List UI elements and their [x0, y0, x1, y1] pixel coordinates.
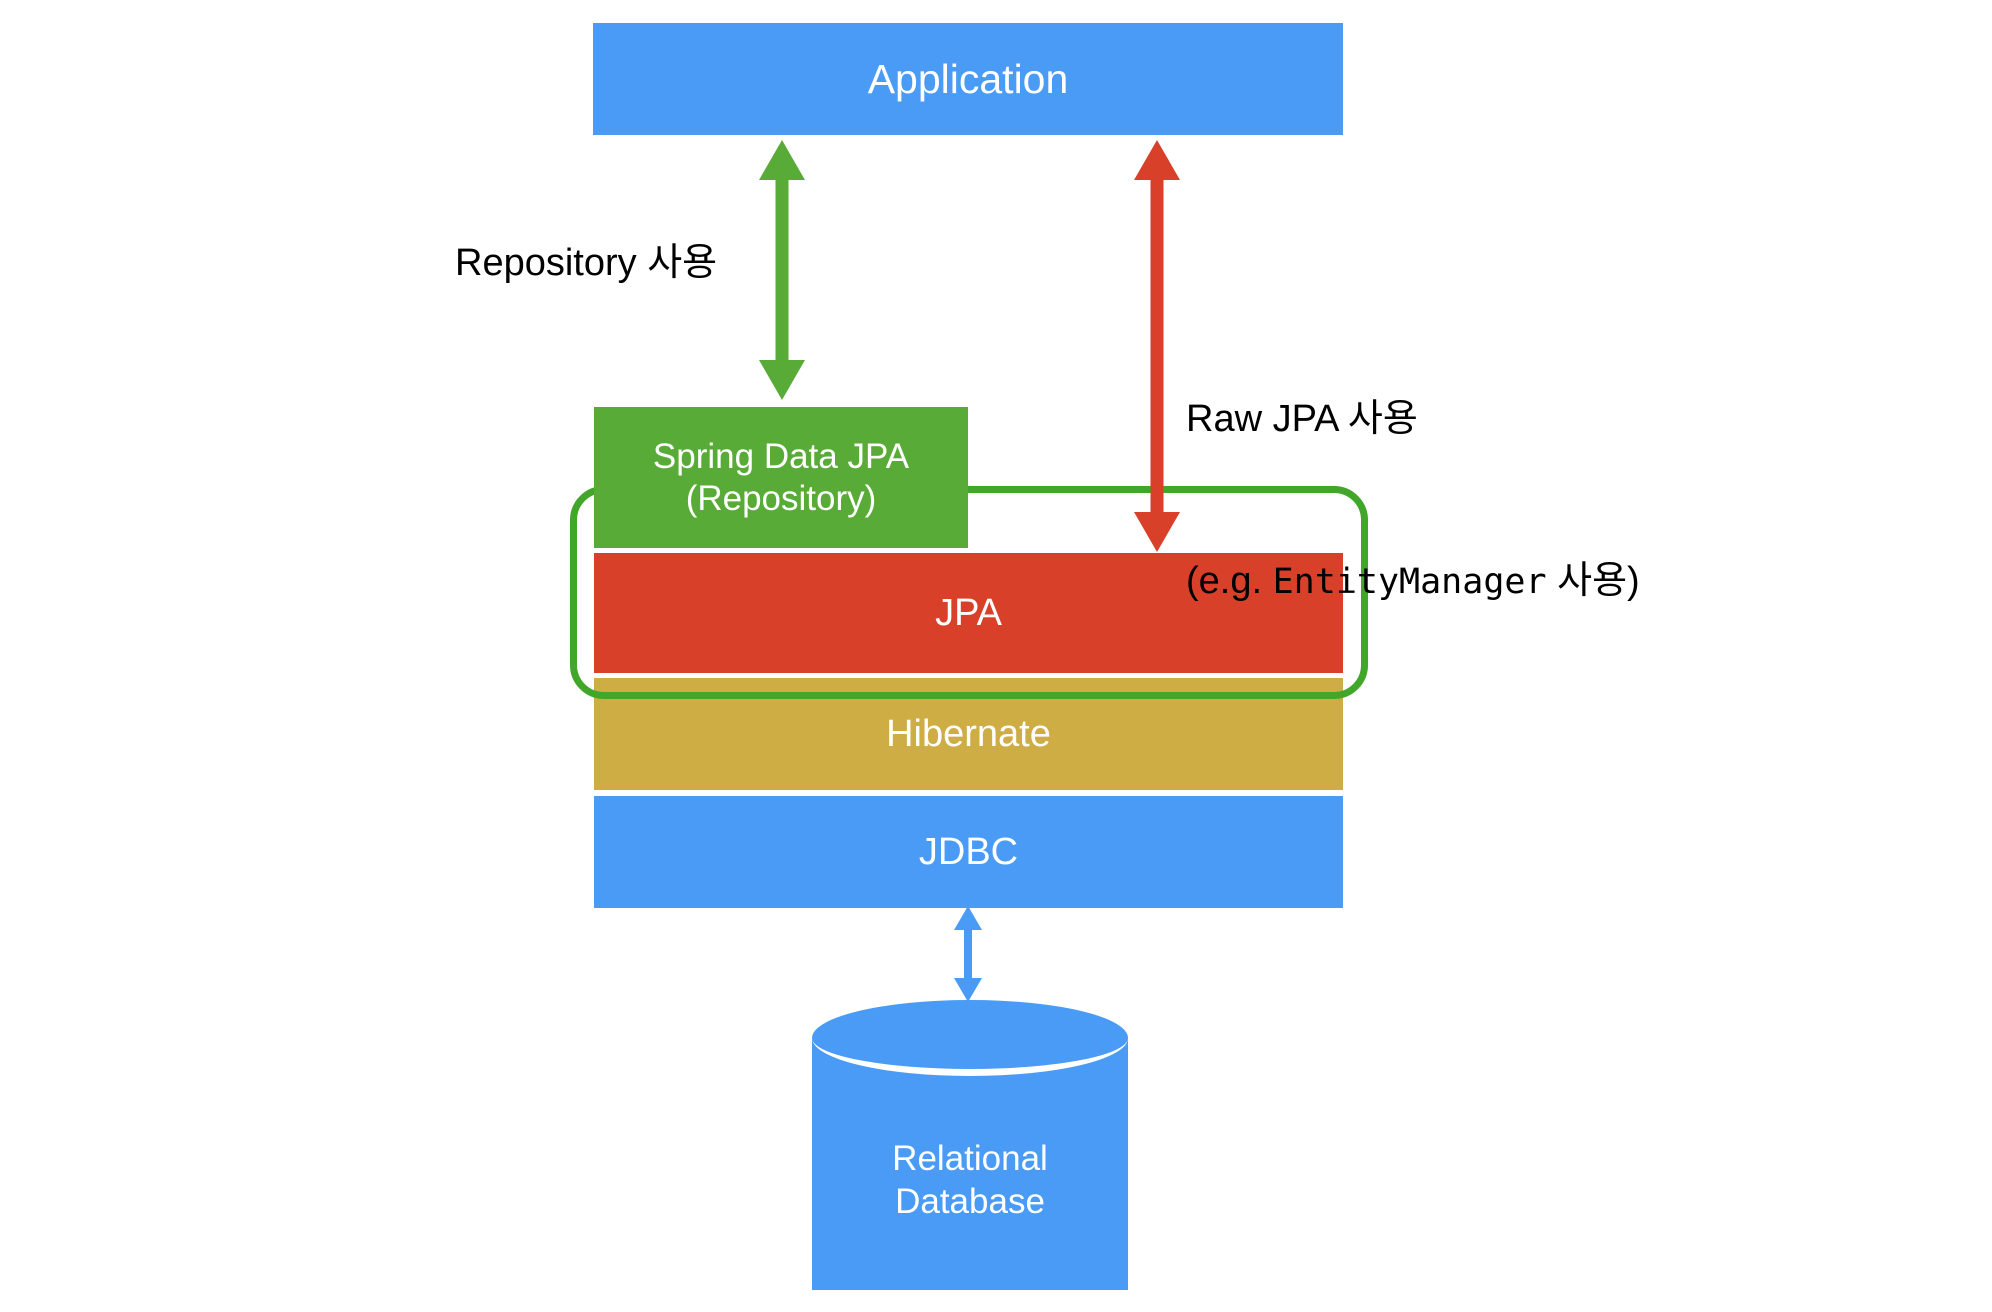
label-repository-usage: Repository 사용 [455, 242, 718, 284]
box-jdbc-label: JDBC [918, 830, 1019, 873]
label-raw-jpa-usage: Raw JPA 사용 (e.g. EntityManager 사용) [1186, 285, 1640, 717]
database-label-line1: Relational [892, 1139, 1048, 1178]
highlight-outline-spring-data-scope [570, 486, 1368, 699]
arrow-application-jpa [1134, 140, 1180, 552]
box-spring-data-jpa-label: Spring Data JPA(Repository) [653, 436, 909, 519]
arrow-jdbc-database [954, 906, 982, 1002]
database-cylinder-body [812, 1038, 1128, 1290]
label-raw-jpa-line2-suffix: 사용) [1546, 559, 1640, 602]
label-raw-jpa-line2-prefix: (e.g. [1186, 559, 1273, 602]
box-spring-data-jpa-label-line1: Spring Data JPA [652, 437, 910, 477]
box-spring-data-jpa-label-line2: (Repository) [685, 478, 877, 518]
box-application: Application [593, 23, 1343, 135]
box-hibernate-label: Hibernate [886, 712, 1051, 755]
database-label-line2: Database [895, 1181, 1045, 1221]
box-jdbc: JDBC [594, 796, 1343, 908]
box-jpa: JPA [594, 553, 1343, 673]
database-cylinder-top-ellipse [812, 1000, 1128, 1076]
arrow-application-spring-data [759, 140, 805, 400]
label-raw-jpa-line2: (e.g. EntityManager 사용) [1186, 555, 1640, 609]
box-application-label: Application [867, 55, 1069, 102]
label-raw-jpa-line1: Raw JPA 사용 [1186, 397, 1418, 440]
box-spring-data-jpa: Spring Data JPA(Repository) [594, 407, 968, 548]
label-entity-manager-code: EntityManager [1272, 561, 1547, 602]
box-jpa-label: JPA [935, 591, 1002, 634]
